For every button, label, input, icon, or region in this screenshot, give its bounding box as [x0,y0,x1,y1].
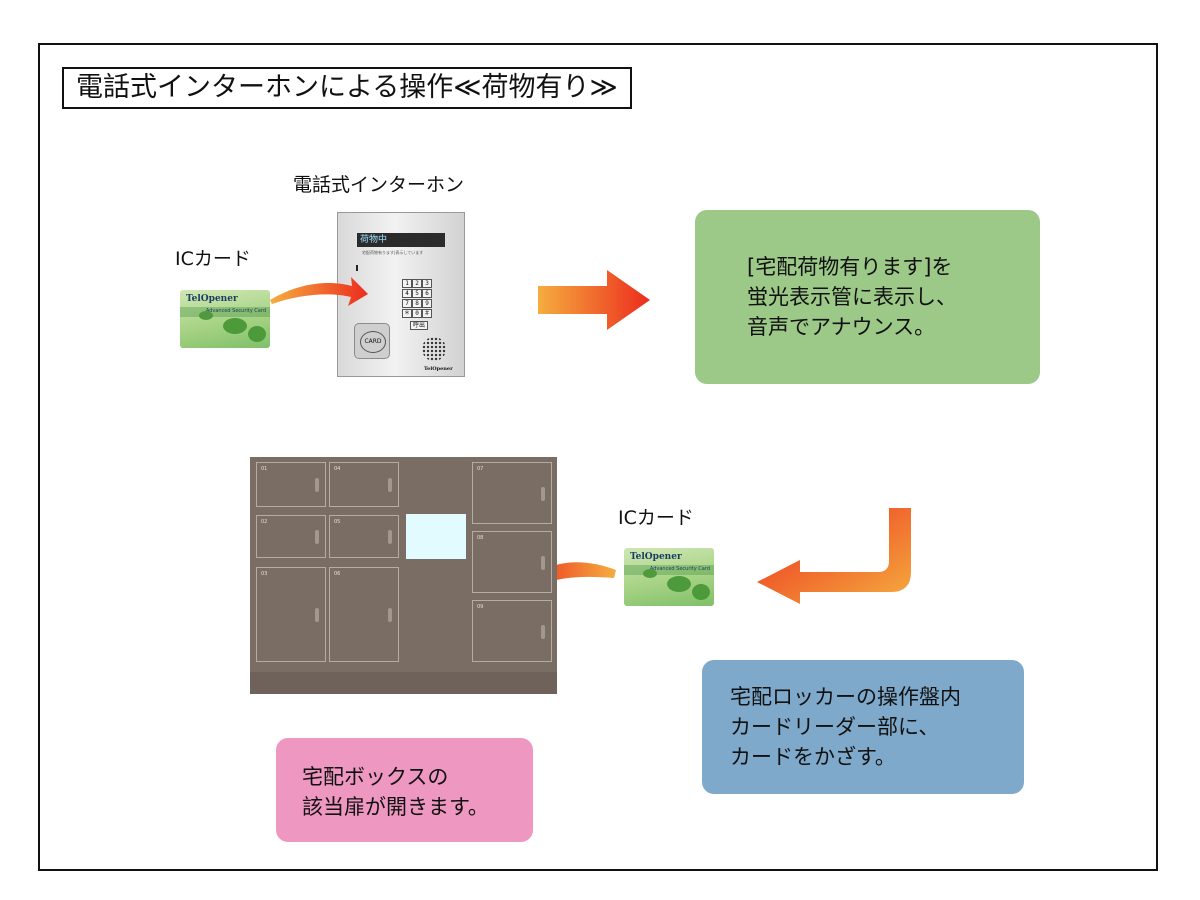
delivery-locker: 01 02 03 04 05 06 07 08 09 [250,457,557,694]
door-handle-icon [541,556,545,570]
key[interactable]: ＊ [402,309,412,318]
card-dot [199,311,213,320]
indicator-led [356,265,358,271]
arrow-to-display-note [538,270,650,330]
key[interactable]: 0 [412,309,422,318]
door-handle-icon [315,530,319,544]
intercom-brand: TelOpener [424,366,453,372]
diagram-title: 電話式インターホンによる操作≪荷物有り≫ [62,67,632,109]
door-number: 04 [334,466,341,472]
ic-card-bottom: TelOpener Advanced Security Card [624,548,714,606]
card-brand: TelOpener [186,294,238,304]
locker-door[interactable]: 04 [329,462,399,507]
key[interactable]: 3 [422,279,432,288]
locker-door[interactable]: 02 [256,515,326,558]
note-line: 宅配ロッカーの操作盤内 [730,685,961,709]
note-line: 該当扉が開きます。 [302,795,489,819]
card-dot [692,584,710,600]
note-box-door-opens: 宅配ボックスの 該当扉が開きます。 [276,738,533,842]
door-handle-icon [315,478,319,492]
card-stripe [180,307,270,317]
note-line: [宅配荷物有ります]を [747,255,953,279]
call-key[interactable]: 呼出 [410,321,428,330]
card-dot [667,576,691,592]
door-number: 09 [477,604,484,610]
card-dot [223,318,247,334]
note-line: カードリーダー部に、 [730,715,940,739]
key[interactable]: 8 [412,299,422,308]
note-line: 音声でアナウンス。 [747,315,936,339]
door-handle-icon [388,608,392,622]
locker-door[interactable]: 03 [256,567,326,662]
key[interactable]: 6 [422,289,432,298]
intercom-device: 荷物中 宅配荷物有ります|表示しています 1 2 3 4 5 6 7 8 9 ＊… [337,212,465,377]
card-brand: TelOpener [630,552,682,562]
key[interactable]: 7 [402,299,412,308]
door-handle-icon [388,530,392,544]
note-line: カードをかざす。 [730,745,896,769]
locker-door[interactable]: 06 [329,567,399,662]
locker-door[interactable]: 05 [329,515,399,558]
ic-card-top: TelOpener Advanced Security Card [180,290,270,348]
locker-base [250,672,557,694]
card-dot [643,569,657,578]
note-display-announcement: [宅配荷物有ります]を 蛍光表示管に表示し、 音声でアナウンス。 [695,210,1040,384]
door-number: 03 [261,571,268,577]
note-line: 蛍光表示管に表示し、 [747,285,957,309]
speaker-grille-icon [422,337,446,361]
card-reader-label: CARD [360,331,386,353]
door-number: 08 [477,535,484,541]
key[interactable]: 1 [402,279,412,288]
intercom-display-caption: 宅配荷物有ります|表示しています [362,250,424,255]
diagram-frame [38,43,1158,871]
door-number: 02 [261,519,268,525]
card-subtitle: Advanced Security Card [205,308,266,314]
key[interactable]: 5 [412,289,422,298]
door-number: 05 [334,519,341,525]
door-handle-icon [315,608,319,622]
door-handle-icon [388,478,392,492]
locker-door[interactable]: 09 [472,600,552,662]
arrow-return [757,508,911,604]
note-locker-card-reader: 宅配ロッカーの操作盤内 カードリーダー部に、 カードをかざす。 [702,660,1024,794]
ic-card-label-bottom: ICカード [618,507,694,529]
key[interactable]: ＃ [422,309,432,318]
locker-control-panel-screen [406,514,466,559]
door-handle-icon [541,625,545,639]
door-handle-icon [541,487,545,501]
ic-card-label-top: ICカード [175,248,251,270]
locker-door[interactable]: 01 [256,462,326,507]
arrow-card-to-intercom [270,277,368,306]
locker-door[interactable]: 08 [472,531,552,593]
intercom-display: 荷物中 [357,233,445,247]
intercom-label: 電話式インターホン [293,174,465,196]
card-dot [248,326,266,342]
door-number: 06 [334,571,341,577]
card-subtitle: Advanced Security Card [649,566,710,572]
locker-door[interactable]: 07 [472,462,552,524]
intercom-card-reader[interactable]: CARD [354,323,390,359]
note-line: 宅配ボックスの [302,765,449,789]
key[interactable]: 2 [412,279,422,288]
key[interactable]: 9 [422,299,432,308]
door-number: 01 [261,466,268,472]
card-stripe [624,565,714,575]
door-number: 07 [477,466,484,472]
key[interactable]: 4 [402,289,412,298]
